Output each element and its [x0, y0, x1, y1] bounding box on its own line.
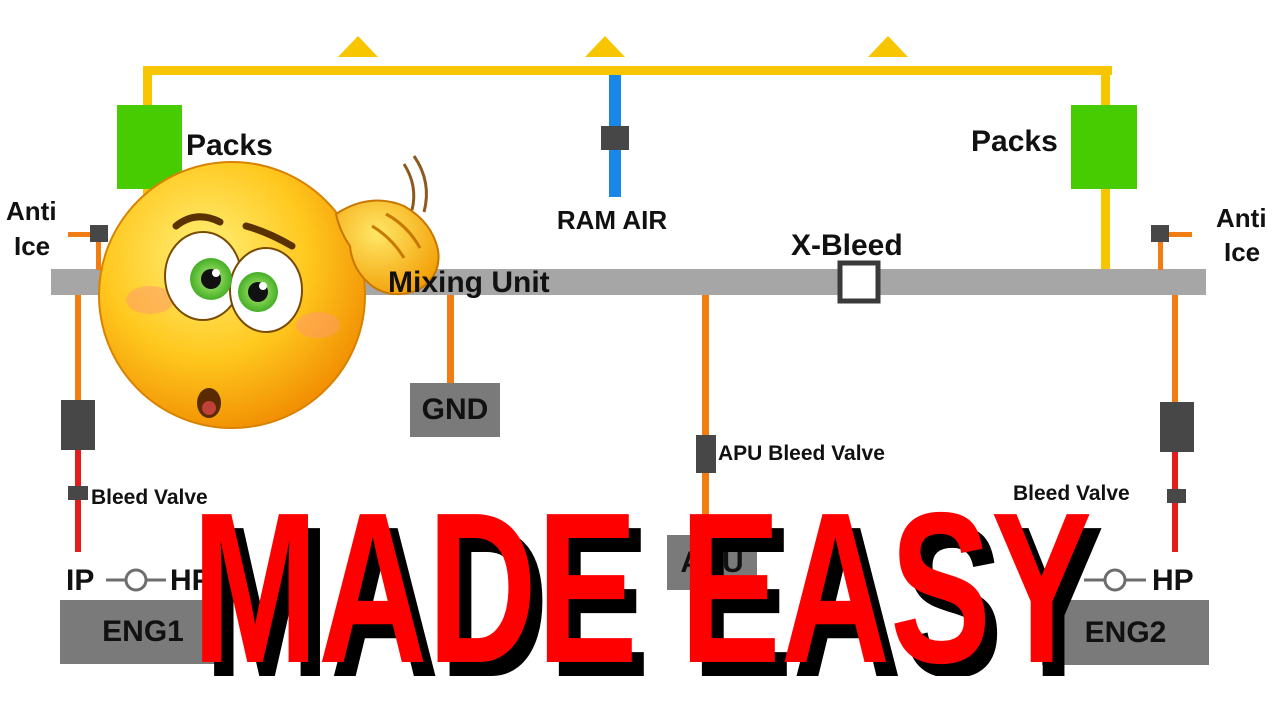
bleed-line-right: [1160, 295, 1194, 552]
gnd-box: [410, 383, 500, 437]
packs-right-label: Packs: [971, 125, 1058, 158]
eng1-box: [60, 600, 226, 664]
apu-line: [702, 295, 709, 545]
apu-label: APU: [680, 545, 744, 579]
hp-left-label: HP: [170, 564, 212, 597]
anti-ice-left-label-ice: Ice: [14, 231, 51, 261]
airflow-arrow-icon: [868, 36, 908, 57]
anti-ice-left: [68, 225, 108, 270]
eng2-label: ENG2: [1084, 615, 1167, 649]
mixing-unit-label: Mixing Unit: [388, 266, 550, 299]
gnd-label: GND: [421, 393, 489, 426]
anti-ice-right: [1151, 225, 1192, 270]
confused-emoji-icon: [98, 155, 440, 429]
airflow-arrow-icon: [585, 36, 625, 57]
eng1-label: ENG1: [102, 615, 184, 648]
ip-hp-connector-right: [1084, 568, 1146, 592]
ram-air-label: RAM AIR: [556, 205, 668, 235]
ip-hp-connector-left: [106, 568, 166, 592]
airflow-arrow-icon: [338, 36, 378, 57]
apu-box: [667, 535, 757, 590]
gnd-line: [447, 295, 454, 383]
anti-ice-right-label-anti: Anti: [1216, 203, 1267, 233]
bleed-valve-right-label: Bleed Valve: [1013, 482, 1130, 505]
bleed-valve-left-label: Bleed Valve: [91, 486, 208, 509]
ram-air-valve: [601, 126, 629, 150]
x-bleed-label: X-Bleed: [791, 229, 903, 262]
anti-ice-right-label-ice: Ice: [1224, 237, 1261, 267]
hp-right-label: HP: [1152, 564, 1194, 597]
headline-text: MADE EASY: [192, 496, 1092, 676]
apu-bleed-valve: [696, 435, 716, 473]
headline: MADE EASY MADE EASY: [192, 496, 1102, 676]
eng2-box: [1042, 600, 1209, 665]
anti-ice-left-label-anti: Anti: [6, 196, 57, 226]
bleed-line-left: [61, 295, 95, 552]
ip-left-label: IP: [66, 564, 95, 597]
pack-left: [117, 105, 182, 189]
x-bleed-valve: [837, 260, 881, 304]
pack-right: [1071, 105, 1137, 189]
ip-right-label: IP: [1040, 564, 1069, 597]
packs-left-label: Packs: [186, 129, 273, 162]
apu-bleed-valve-label: APU Bleed Valve: [718, 442, 885, 465]
headline-shadow: MADE EASY: [204, 496, 1102, 676]
